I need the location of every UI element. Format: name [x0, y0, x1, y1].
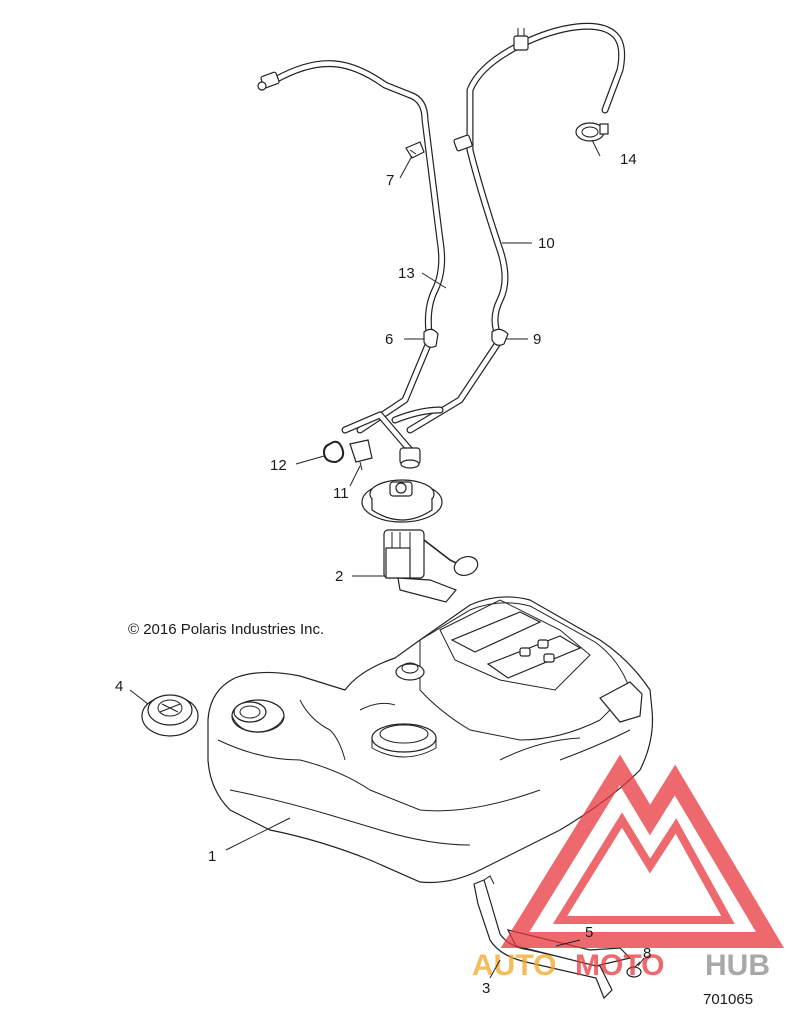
- hose-end-fitting-left: [257, 71, 280, 91]
- clip-9: [491, 328, 509, 346]
- callout-14: 14: [620, 151, 637, 168]
- callout-8: 8: [643, 945, 651, 962]
- clamp-ring-12: [322, 440, 345, 464]
- fuel-cap-4: [141, 694, 199, 737]
- callout-5: 5: [585, 924, 593, 941]
- hose-10: [406, 22, 626, 434]
- watermark-logo: AUTO MOTO HUB: [472, 754, 785, 982]
- clip-top: [513, 28, 529, 51]
- watermark-text-moto: MOTO: [575, 949, 664, 982]
- hose-13: [271, 60, 446, 434]
- callout-4: 4: [115, 678, 123, 695]
- fuel-pump-2: [361, 479, 479, 603]
- clamp-14: [575, 122, 609, 142]
- leader-lines: [129, 139, 645, 979]
- bolt-8: [626, 961, 642, 978]
- callout-6: 6: [385, 331, 393, 348]
- hose-branch: [341, 406, 444, 454]
- strap-3: [473, 875, 613, 1000]
- callout-2: 2: [335, 568, 343, 585]
- callout-1: 1: [208, 848, 216, 865]
- clip-mid: [453, 134, 473, 152]
- callout-10: 10: [538, 235, 555, 252]
- watermark-text-hub: HUB: [705, 949, 770, 982]
- hose-end-fitting-right: [399, 447, 421, 469]
- callout-11: 11: [333, 485, 349, 502]
- callout-7: 7: [386, 172, 394, 189]
- callout-9: 9: [533, 331, 541, 348]
- callout-3: 3: [482, 980, 490, 997]
- clip-7: [405, 141, 425, 159]
- fuel-tank-1: [207, 596, 654, 884]
- fitting-11: [349, 439, 373, 471]
- callout-12: 12: [270, 457, 287, 474]
- document-number: 701065: [703, 991, 753, 1008]
- copyright-text: © 2016 Polaris Industries Inc.: [128, 621, 324, 638]
- watermark-text-auto: AUTO: [472, 949, 556, 982]
- clip-6: [423, 328, 439, 348]
- callout-13: 13: [398, 265, 415, 282]
